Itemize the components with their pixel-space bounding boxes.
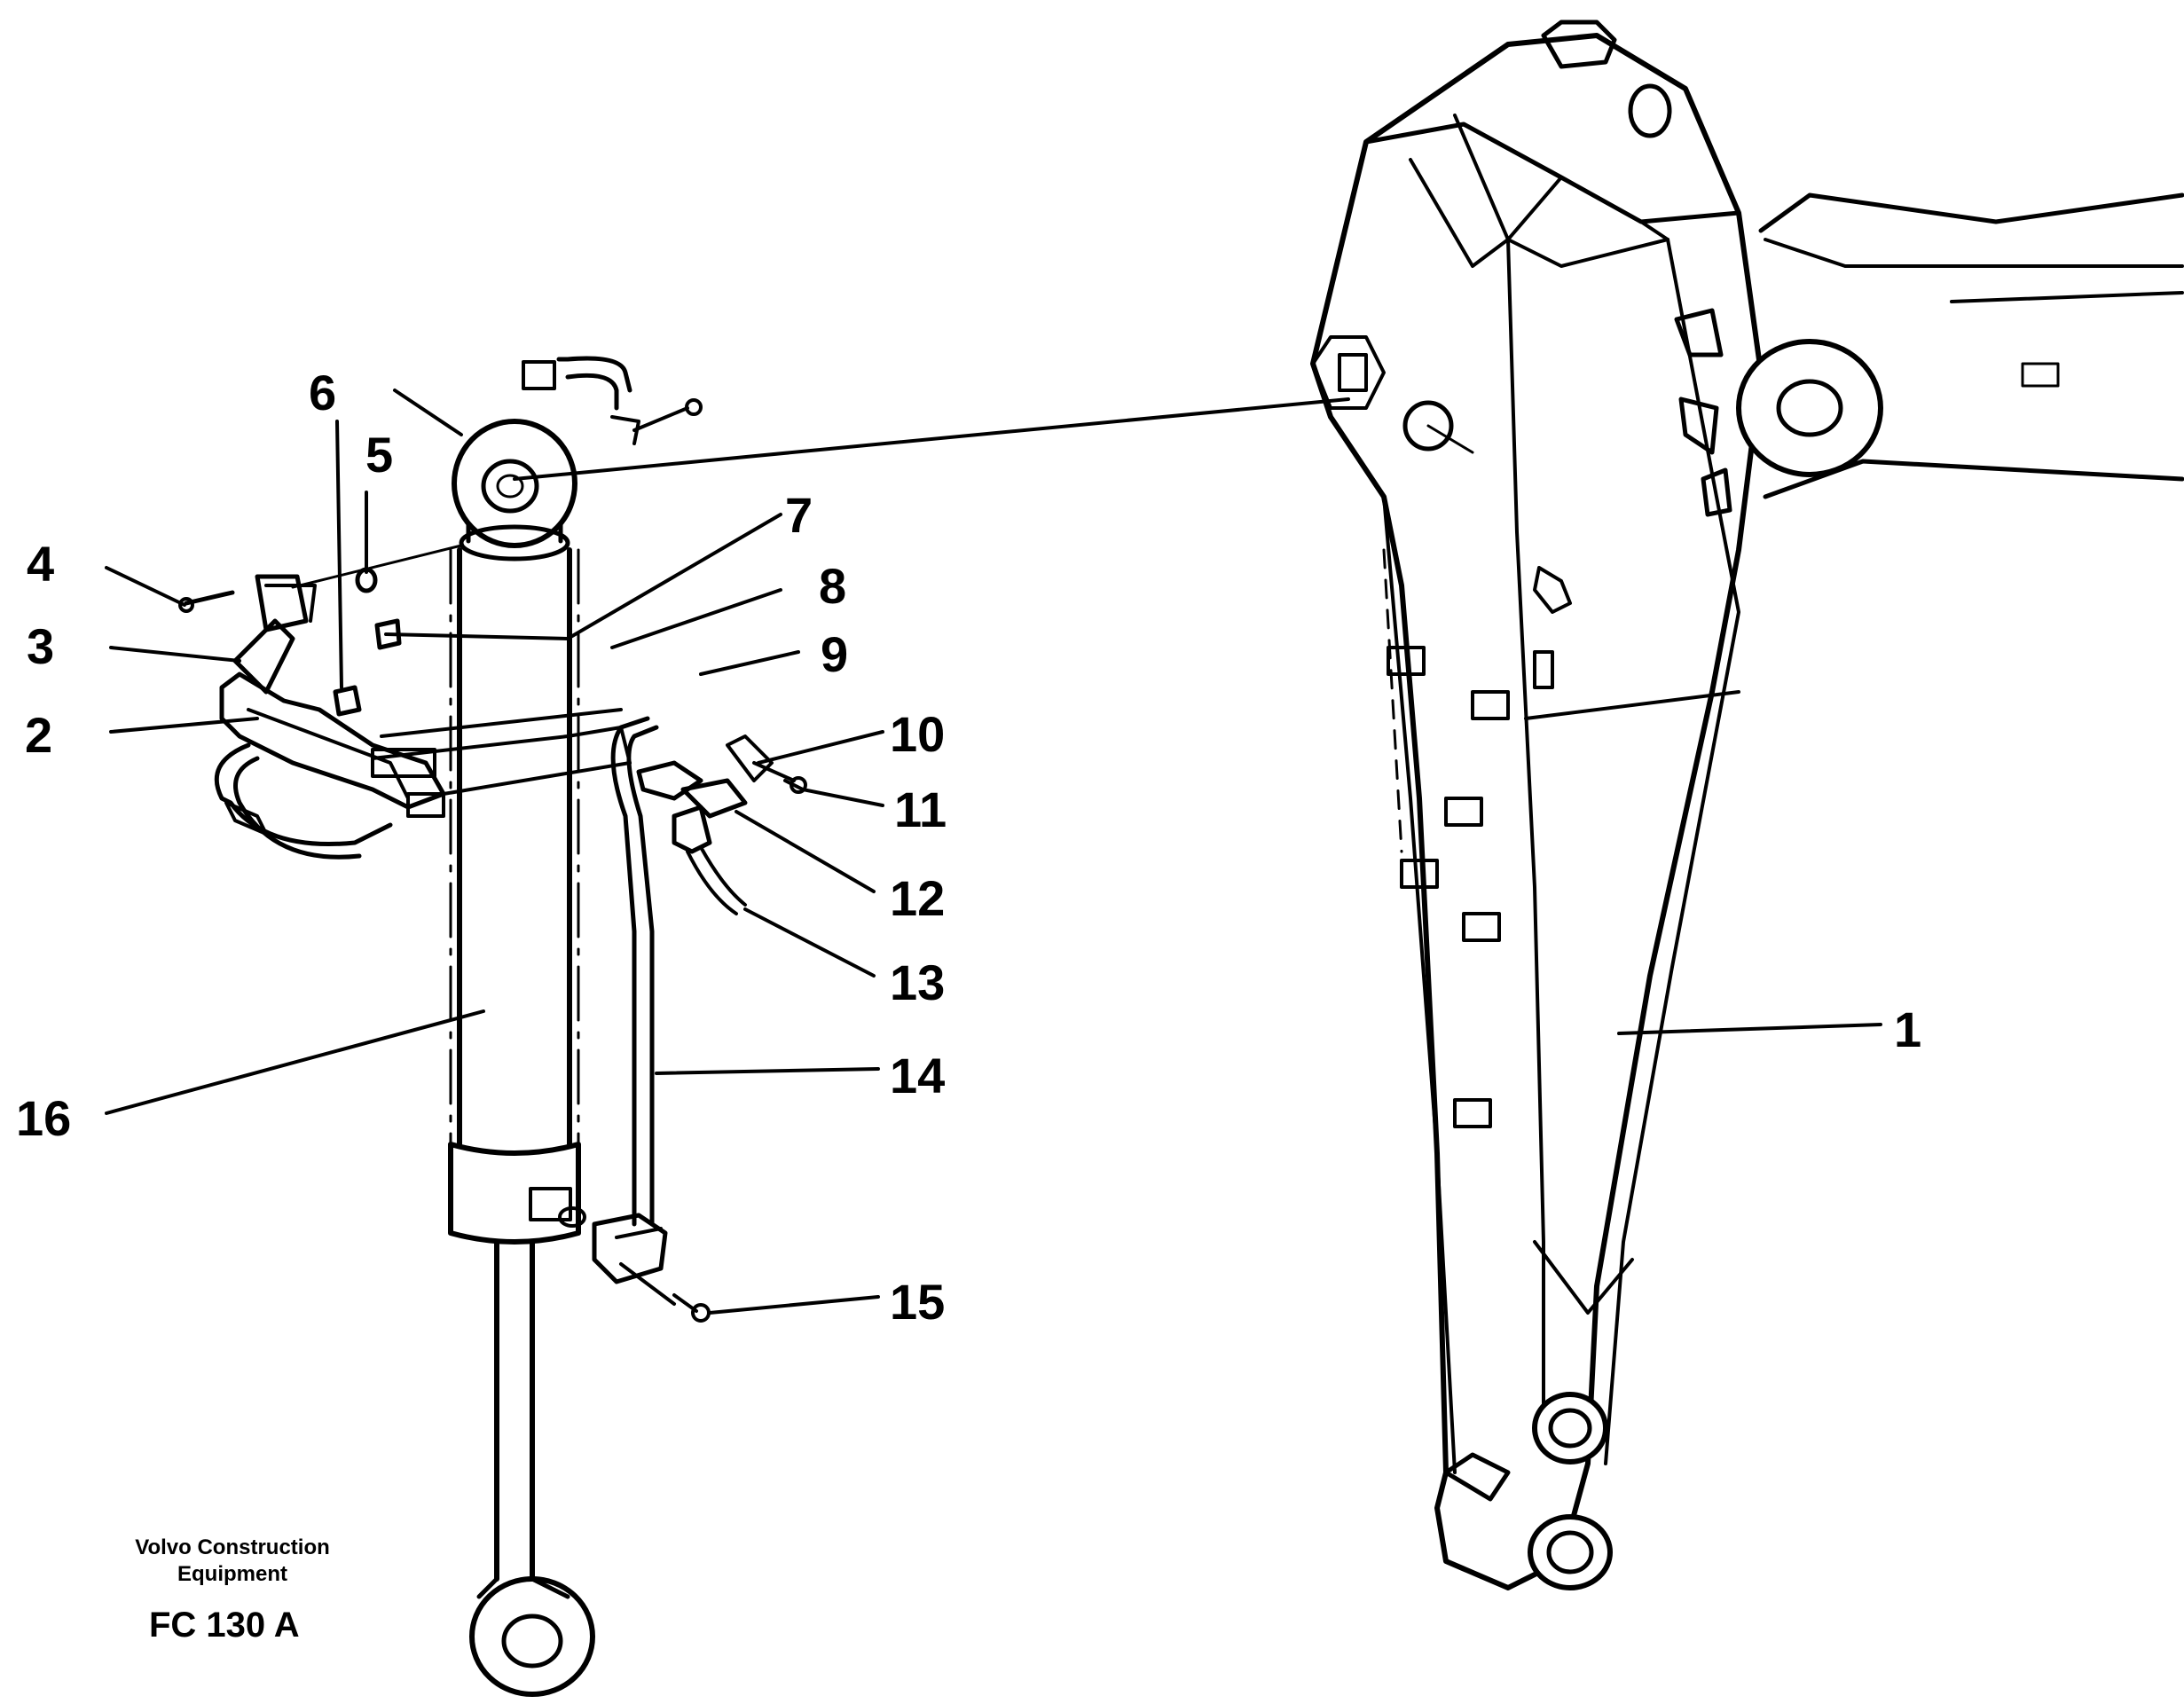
part-label-2: 2 [25, 707, 52, 763]
figure-code: FC 130 A [149, 1606, 300, 1645]
pin-connector-line [513, 397, 1350, 481]
part-label-13: 13 [890, 954, 945, 1010]
part-label-4: 4 [27, 536, 54, 592]
credit-manufacturer-line2: Equipment [177, 1562, 287, 1586]
part-label-3: 3 [27, 618, 54, 674]
part-label-15: 15 [890, 1274, 945, 1330]
part-label-14: 14 [890, 1048, 945, 1103]
part-label-16: 16 [16, 1090, 71, 1146]
part-label-11: 11 [894, 781, 947, 837]
part-label-5: 5 [365, 427, 393, 483]
hose-clamp-assembly [178, 356, 807, 1323]
part-label-7: 7 [785, 487, 813, 543]
part-label-10: 10 [890, 706, 945, 762]
boom-arm [1310, 20, 2184, 1590]
part-labels: 1 2 3 4 5 6 7 8 9 10 11 12 13 14 15 16 [16, 365, 1921, 1330]
part-label-8: 8 [819, 558, 846, 614]
credit-manufacturer: Volvo Construction [135, 1535, 330, 1559]
credit-block: Volvo Construction Equipment FC 130 A [135, 1535, 330, 1645]
hydraulic-cylinder [393, 389, 595, 1697]
leader-lines [105, 420, 1882, 1315]
part-label-9: 9 [821, 626, 848, 682]
part-label-6: 6 [309, 365, 336, 420]
part-label-1: 1 [1894, 1001, 1921, 1057]
part-label-12: 12 [890, 870, 945, 926]
